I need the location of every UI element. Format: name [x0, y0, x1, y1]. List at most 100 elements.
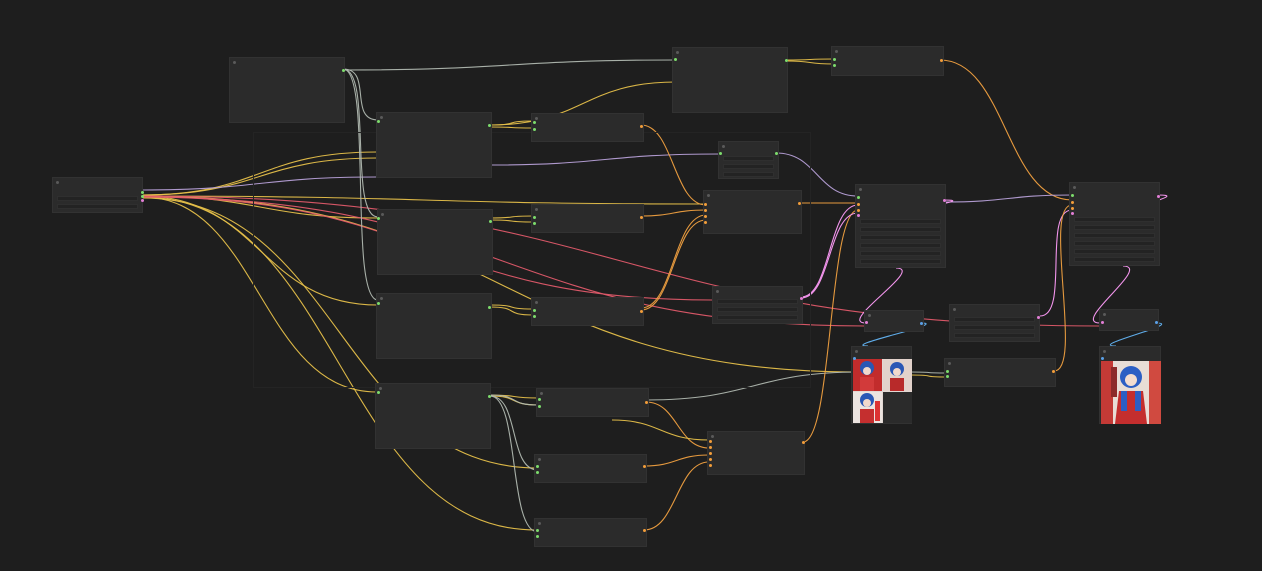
node-port[interactable] [709, 464, 712, 467]
node-port[interactable] [833, 64, 836, 67]
preview-node-2[interactable] [1099, 346, 1161, 424]
node-port[interactable] [342, 69, 345, 72]
decode-node-2[interactable] [1099, 309, 1159, 331]
node-port[interactable] [719, 152, 722, 155]
node-port[interactable] [920, 322, 923, 325]
node-widget[interactable] [860, 251, 941, 256]
node-port[interactable] [704, 221, 707, 224]
node-port[interactable] [643, 465, 646, 468]
latent-node[interactable] [712, 286, 803, 324]
cond-node-1[interactable] [531, 113, 644, 142]
clip-text-node-4[interactable] [375, 383, 491, 449]
node-port[interactable] [709, 458, 712, 461]
node-port[interactable] [489, 220, 492, 223]
node-widget[interactable] [954, 325, 1035, 330]
node-port[interactable] [488, 124, 491, 127]
node-port[interactable] [1037, 316, 1040, 319]
node-port[interactable] [536, 471, 539, 474]
node-port[interactable] [833, 58, 836, 61]
node-port[interactable] [533, 121, 536, 124]
cond-node-2[interactable] [531, 204, 644, 233]
cond-node-6[interactable] [534, 518, 647, 547]
node-widget[interactable] [860, 243, 941, 248]
node-port[interactable] [533, 222, 536, 225]
node-port[interactable] [640, 125, 643, 128]
node-port[interactable] [1155, 321, 1158, 324]
node-port[interactable] [141, 199, 144, 202]
ksampler-node-2[interactable] [1069, 182, 1160, 266]
combine-node-2[interactable] [707, 431, 805, 475]
node-port[interactable] [533, 315, 536, 318]
clip-text-node-1[interactable] [376, 112, 492, 178]
node-port[interactable] [1101, 357, 1104, 360]
node-port[interactable] [538, 398, 541, 401]
node-port[interactable] [785, 59, 788, 62]
node-port[interactable] [704, 215, 707, 218]
node-port[interactable] [536, 529, 539, 532]
node-port[interactable] [488, 395, 491, 398]
cond-node-3[interactable] [531, 297, 644, 326]
node-port[interactable] [141, 195, 144, 198]
node-port[interactable] [645, 401, 648, 404]
top-right-node[interactable] [831, 46, 944, 76]
node-widget[interactable] [954, 317, 1035, 322]
node-port[interactable] [802, 441, 805, 444]
node-widget[interactable] [1074, 225, 1155, 230]
node-widget[interactable] [57, 204, 138, 209]
lora-node-1[interactable] [229, 57, 345, 123]
node-port[interactable] [674, 58, 677, 61]
node-port[interactable] [533, 216, 536, 219]
node-widget[interactable] [1074, 241, 1155, 246]
node-port[interactable] [538, 405, 541, 408]
node-port[interactable] [709, 440, 712, 443]
node-widget[interactable] [860, 219, 941, 224]
preview-node-1[interactable] [851, 346, 912, 424]
node-port[interactable] [857, 209, 860, 212]
node-widget[interactable] [723, 172, 774, 177]
node-port[interactable] [857, 203, 860, 206]
node-port[interactable] [709, 452, 712, 455]
top-node[interactable] [672, 47, 788, 113]
node-port[interactable] [377, 302, 380, 305]
node-widget[interactable] [717, 315, 798, 320]
node-port[interactable] [704, 209, 707, 212]
node-port[interactable] [640, 216, 643, 219]
small-widget-node[interactable] [718, 141, 779, 179]
node-port[interactable] [798, 202, 801, 205]
cond-node-5[interactable] [534, 454, 647, 483]
node-port[interactable] [643, 529, 646, 532]
node-port[interactable] [533, 309, 536, 312]
node-port[interactable] [533, 128, 536, 131]
node-port[interactable] [1052, 370, 1055, 373]
node-port[interactable] [704, 203, 707, 206]
node-port[interactable] [488, 306, 491, 309]
node-widget[interactable] [717, 299, 798, 304]
node-widget[interactable] [723, 164, 774, 169]
cond-node-4[interactable] [536, 388, 649, 417]
node-port[interactable] [857, 214, 860, 217]
node-port[interactable] [1071, 201, 1074, 204]
node-widget[interactable] [1074, 217, 1155, 222]
node-port[interactable] [536, 535, 539, 538]
node-port[interactable] [946, 375, 949, 378]
node-widget[interactable] [860, 235, 941, 240]
node-port[interactable] [775, 152, 778, 155]
node-widget[interactable] [717, 307, 798, 312]
node-widget[interactable] [1074, 233, 1155, 238]
node-port[interactable] [1101, 321, 1104, 324]
node-port[interactable] [377, 391, 380, 394]
node-widget[interactable] [57, 196, 138, 201]
node-port[interactable] [709, 446, 712, 449]
node-widget[interactable] [860, 227, 941, 232]
node-widget[interactable] [723, 156, 774, 161]
decode-node-1[interactable] [864, 310, 924, 332]
node-widget[interactable] [860, 259, 941, 264]
node-widget[interactable] [1074, 257, 1155, 262]
node-widget[interactable] [954, 333, 1035, 338]
combine-node-1[interactable] [703, 190, 802, 234]
node-port[interactable] [800, 297, 803, 300]
node-widget[interactable] [1074, 249, 1155, 254]
ksampler-node-1[interactable] [855, 184, 946, 268]
node-port[interactable] [943, 199, 946, 202]
node-port[interactable] [536, 465, 539, 468]
